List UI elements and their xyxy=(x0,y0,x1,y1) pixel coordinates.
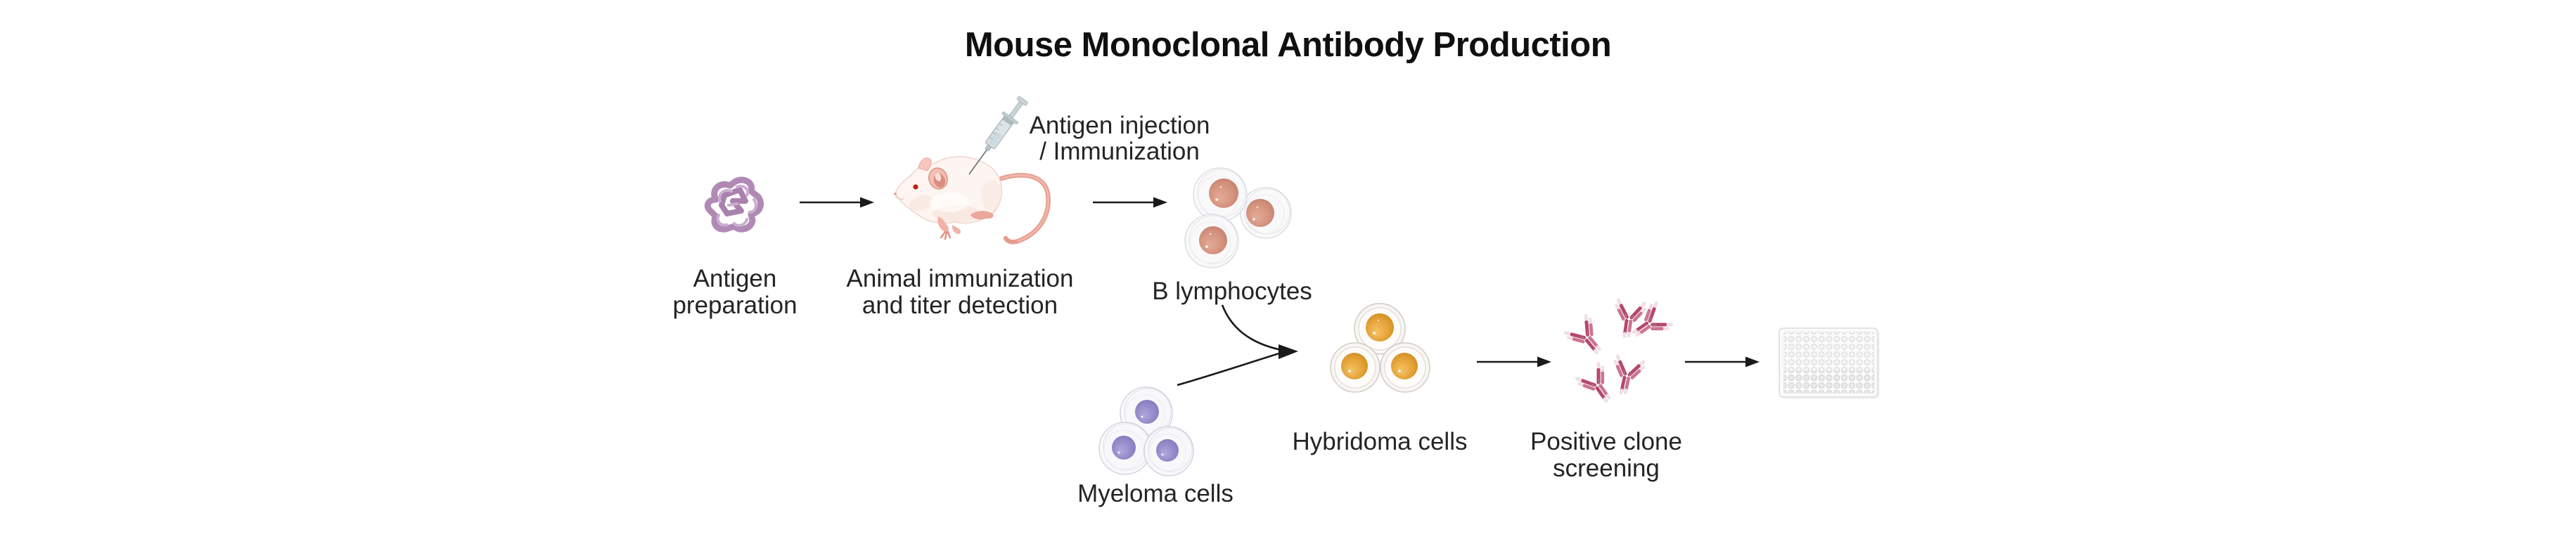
page-title: Mouse Monoclonal Antibody Production xyxy=(964,26,1612,64)
arrow-icon xyxy=(1685,356,1760,367)
well-plate-illustration xyxy=(1779,327,1880,399)
arrow-icon xyxy=(1477,356,1551,367)
syringe-icon xyxy=(968,96,1028,175)
antigen-preparation-label: Antigen preparation xyxy=(672,265,797,319)
antigen-blob-icon xyxy=(704,176,764,233)
b-lymphocytes-label: B lymphocytes xyxy=(1152,278,1312,305)
mouse-illustration xyxy=(894,96,1051,245)
myeloma-cells-illustration xyxy=(1098,386,1194,476)
animal-immunization-label: Animal immunization and titer detection xyxy=(846,265,1074,319)
antigen-injection-annotation: Antigen injection / Immunization xyxy=(1029,112,1210,166)
arrow-icon xyxy=(1093,197,1167,208)
hybridoma-cells-illustration xyxy=(1330,303,1430,393)
positive-clone-screening-label: Positive clone screening xyxy=(1530,428,1682,482)
arrow-icon xyxy=(800,197,874,208)
antibodies-illustration xyxy=(1559,296,1674,412)
myeloma-cells-label: Myeloma cells xyxy=(1077,480,1233,507)
fusion-arrow-icon xyxy=(1177,304,1298,386)
hybridoma-cells-label: Hybridoma cells xyxy=(1292,428,1468,455)
b-lymphocytes-illustration xyxy=(1184,167,1292,268)
